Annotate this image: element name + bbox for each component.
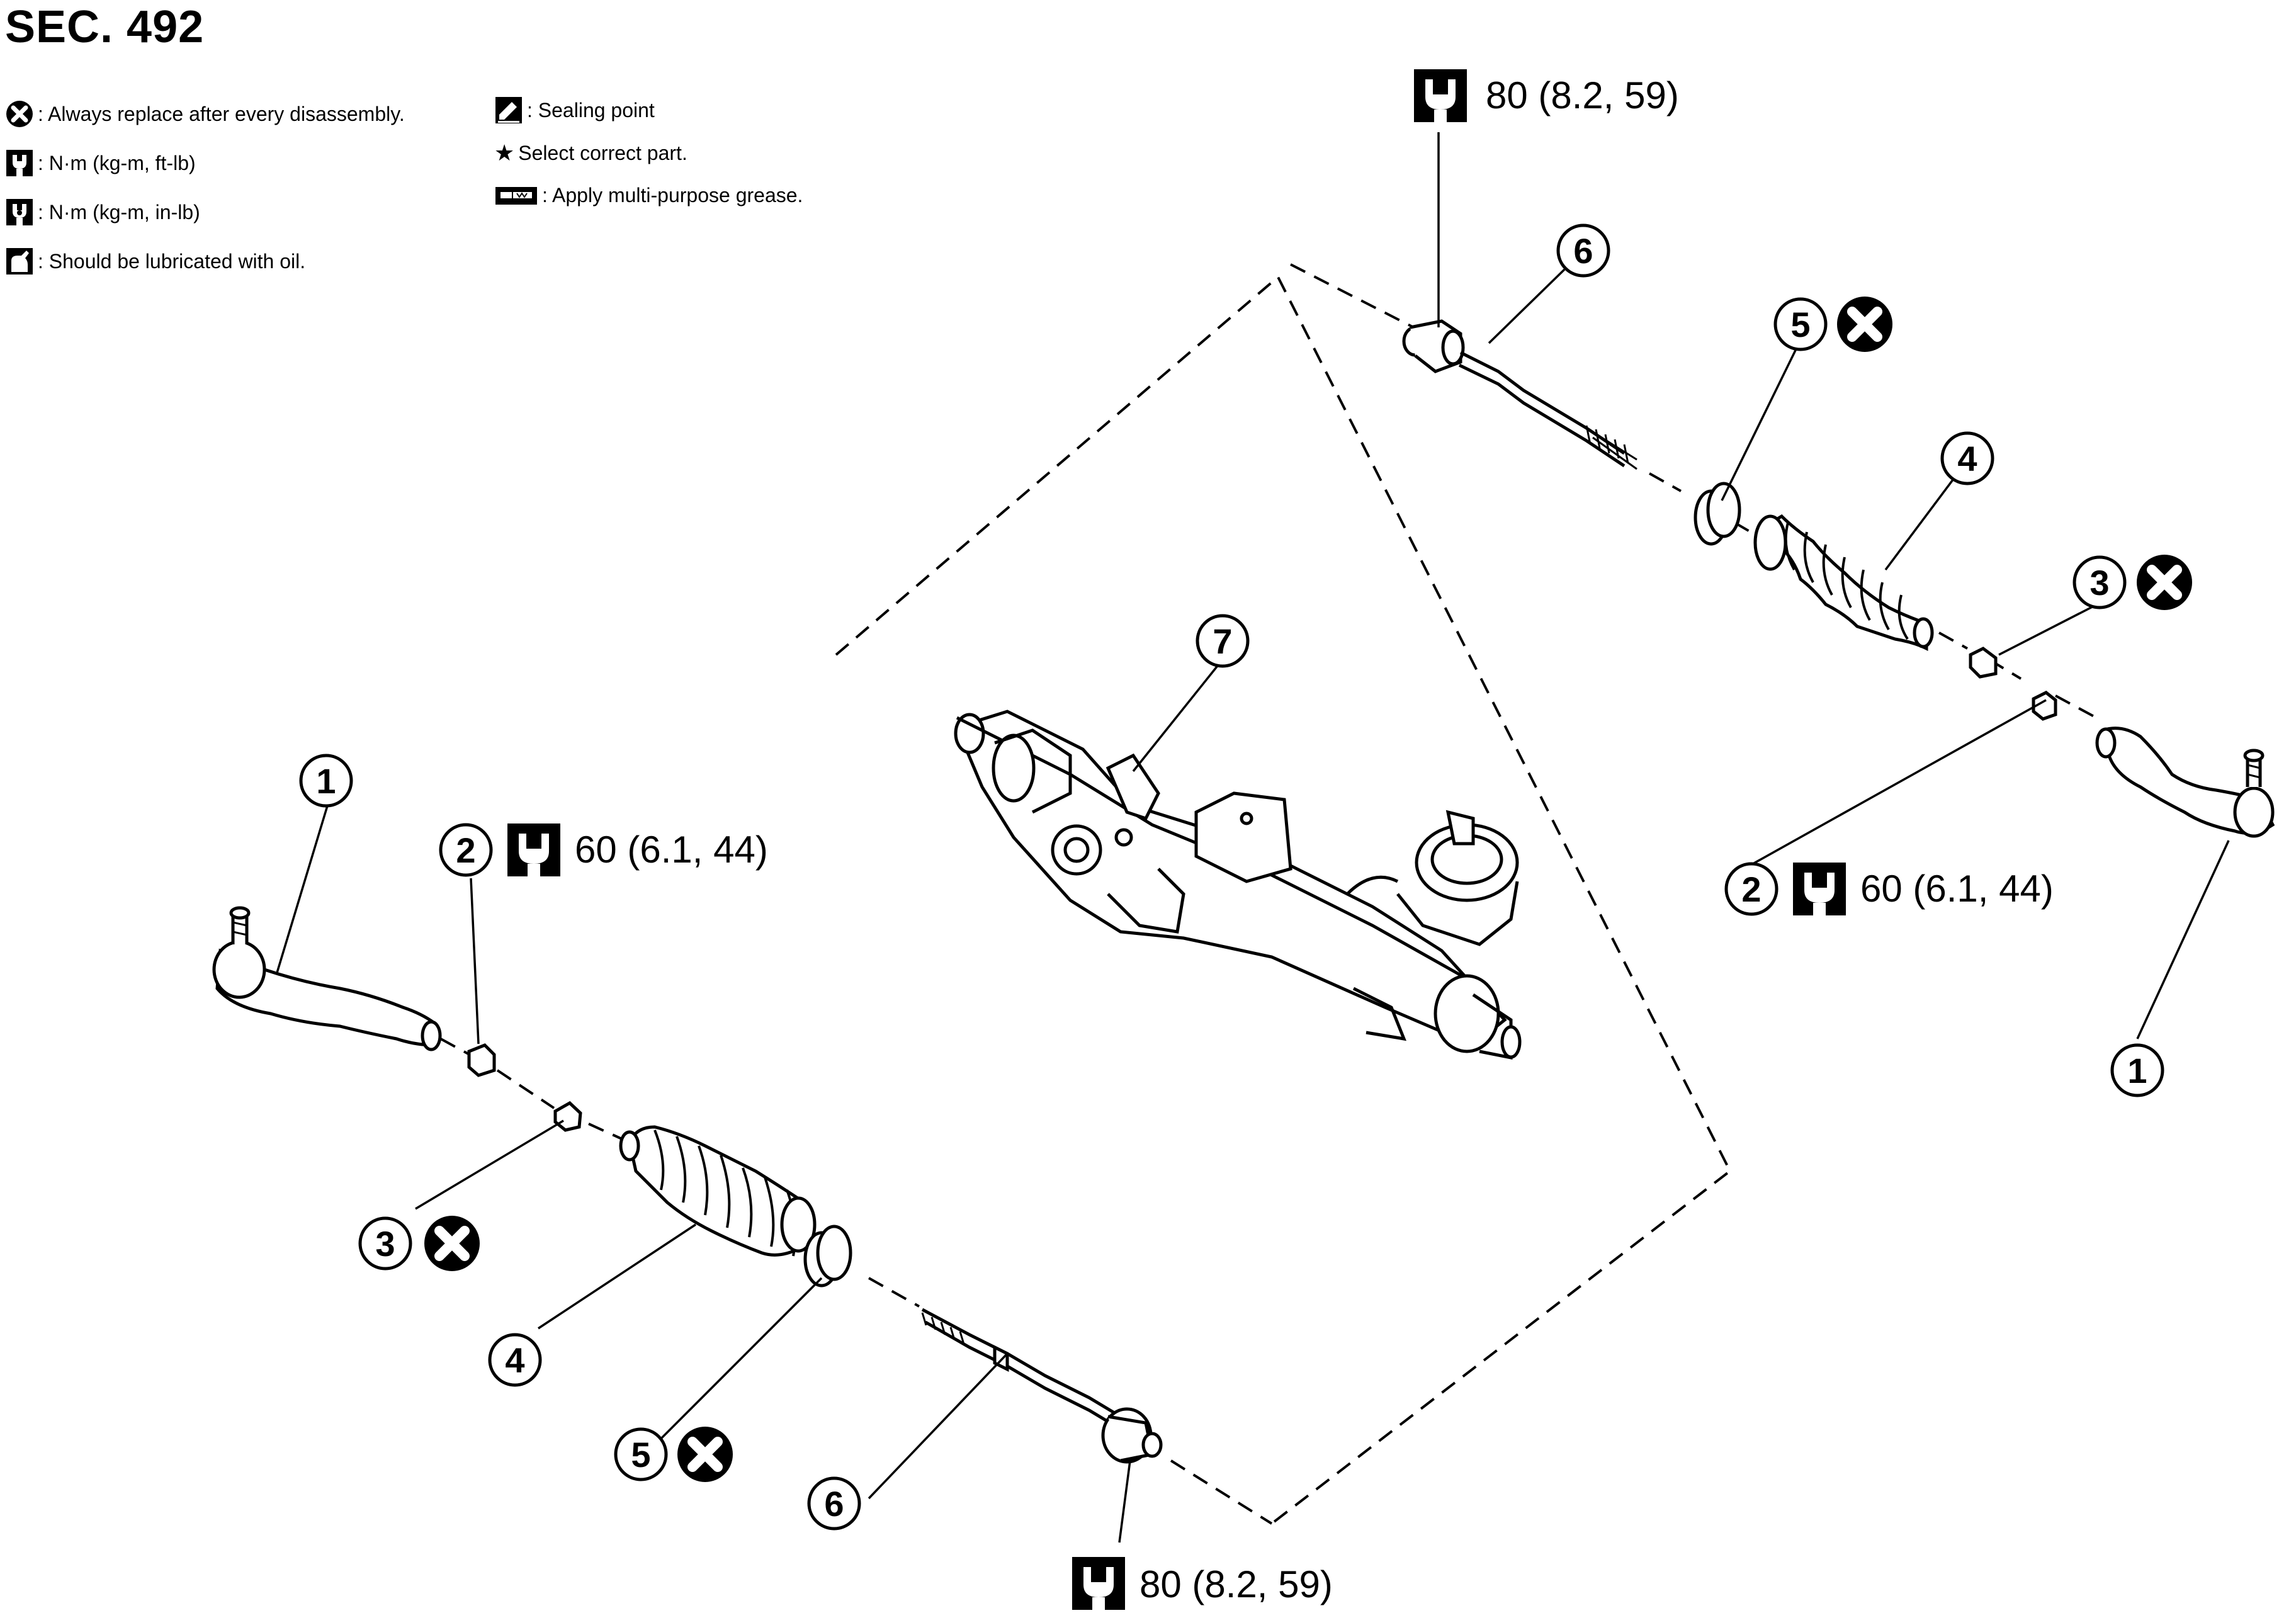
callout-6-upper: 6	[1556, 224, 1610, 278]
tie-rod-end-lower	[212, 906, 442, 1051]
callout-3-lower: 3	[358, 1216, 412, 1271]
callout-3-lower-label: 3	[375, 1224, 395, 1264]
callout-1-lower-label: 1	[316, 761, 336, 801]
legend-item-grease: : Apply multi-purpose grease.	[494, 184, 803, 207]
grease-tube-icon	[495, 186, 537, 205]
torque-spec-nut-lower: 60 (6.1, 44)	[575, 829, 768, 871]
torque-wrench-icon	[6, 150, 33, 176]
callout-1-upper: 1	[2110, 1043, 2164, 1097]
callout-3-upper: 3	[2073, 555, 2127, 609]
replace-x-icon	[2137, 555, 2192, 610]
boot-upper	[1753, 514, 1934, 652]
callout-2-upper-label: 2	[1741, 869, 1761, 909]
torque-wrench-icon	[507, 823, 560, 876]
inner-socket-upper	[1402, 319, 1637, 470]
callout-5-lower-label: 5	[631, 1435, 650, 1474]
callout-6-lower-label: 6	[824, 1484, 844, 1524]
small-ring-upper	[1969, 647, 1998, 679]
torque-spec-socket-lower: 80 (8.2, 59)	[1140, 1563, 1333, 1605]
replace-x-icon	[1837, 297, 1892, 352]
callout-7-label: 7	[1213, 621, 1232, 661]
callout-4-upper: 4	[1940, 431, 1994, 485]
legend-text-replace: : Always replace after every disassembly…	[38, 102, 405, 125]
boot-clamp-upper	[1694, 482, 1741, 546]
replace-x-icon	[677, 1427, 733, 1482]
section-title: SEC. 492	[5, 2, 205, 52]
torque-wrench-icon	[1793, 863, 1846, 915]
callout-3-upper-label: 3	[2090, 563, 2109, 603]
legend-item-star: ★ Select correct part.	[494, 140, 687, 166]
legend-item-sealing: : Sealing point	[494, 96, 655, 125]
callout-6-lower: 6	[807, 1476, 861, 1531]
star-icon: ★	[494, 140, 515, 166]
legend-text-sealing: : Sealing point	[527, 98, 655, 122]
tie-rod-end-upper	[2095, 727, 2275, 838]
callout-5-upper-label: 5	[1790, 305, 1810, 344]
legend-item-torque-ftlb: : N·m (kg-m, ft-lb)	[5, 149, 196, 178]
small-ring-lower	[553, 1101, 582, 1132]
leader-lines	[276, 132, 2230, 1543]
callout-7: 7	[1196, 614, 1250, 668]
inner-socket-lower	[921, 1308, 1163, 1464]
callout-1-upper-label: 1	[2127, 1051, 2147, 1090]
legend-text-oil: : Should be lubricated with oil.	[38, 249, 306, 273]
legend-text-grease: : Apply multi-purpose grease.	[542, 184, 803, 207]
boot-clamp-lower	[803, 1225, 852, 1288]
callout-4-lower: 4	[488, 1333, 542, 1387]
legend-text-torque-ftlb: : N·m (kg-m, ft-lb)	[38, 151, 196, 174]
torque-wrench-icon	[1072, 1557, 1125, 1610]
callout-2-lower: 2	[439, 823, 493, 877]
torque-wrench-icon	[1414, 69, 1467, 122]
replace-x-icon	[6, 101, 33, 127]
callout-4-upper-label: 4	[1957, 439, 1977, 478]
legend-text-star: Select correct part.	[518, 141, 687, 164]
callout-4-lower-label: 4	[505, 1340, 524, 1380]
callout-2-lower-label: 2	[456, 830, 475, 870]
nut-upper	[2032, 691, 2057, 721]
oil-can-icon	[6, 248, 33, 274]
callout-1-lower: 1	[299, 754, 353, 808]
torque-wrench-filled-icon	[6, 199, 33, 225]
legend-item-replace: : Always replace after every disassembly…	[5, 99, 405, 128]
callout-5-upper: 5	[1773, 297, 1828, 351]
steering-gear-rack	[954, 710, 1522, 1060]
nut-lower	[467, 1043, 496, 1077]
sealing-point-icon	[495, 97, 522, 123]
callout-5-lower: 5	[614, 1427, 668, 1481]
torque-spec-nut-upper: 60 (6.1, 44)	[1860, 868, 2054, 910]
callout-2-upper: 2	[1724, 862, 1779, 916]
torque-spec-socket-upper: 80 (8.2, 59)	[1486, 74, 1679, 116]
legend-item-torque-inlb: : N·m (kg-m, in-lb)	[5, 198, 200, 227]
callout-6-upper-label: 6	[1573, 231, 1593, 271]
legend-text-torque-inlb: : N·m (kg-m, in-lb)	[38, 200, 200, 224]
legend-item-oil: : Should be lubricated with oil.	[5, 247, 305, 276]
replace-x-icon	[424, 1216, 480, 1271]
boot-lower	[619, 1125, 817, 1257]
